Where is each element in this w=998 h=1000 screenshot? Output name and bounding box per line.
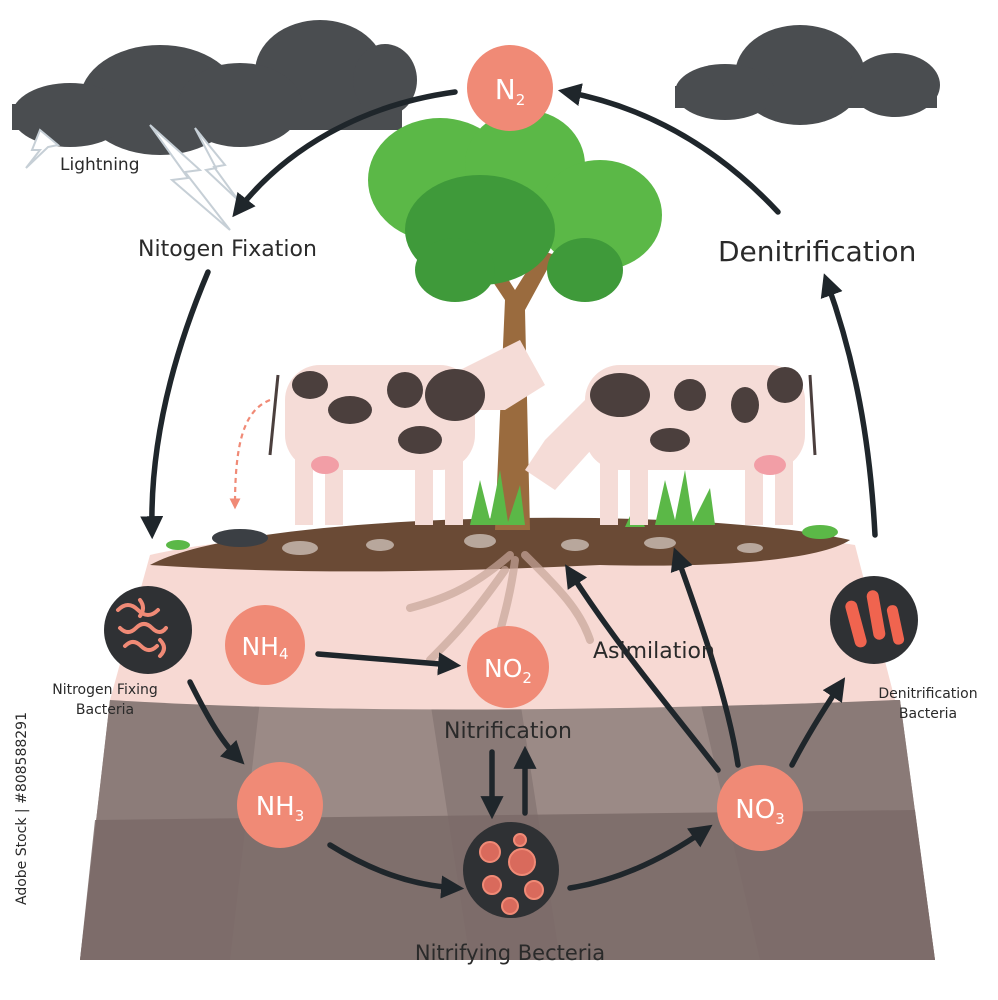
- label-denitrification: Denitrification: [718, 235, 916, 268]
- label-lightning: Lightning: [60, 155, 140, 175]
- arrow-denitrification-to-n2: [557, 83, 781, 215]
- arrow-nh4-to-no2: [315, 651, 462, 676]
- node-no2: NO2: [467, 626, 549, 708]
- arrow-no3-to-denitrifying: [789, 677, 846, 768]
- label-asimilation: Asimilation: [593, 639, 715, 664]
- arrow-n2-to-fixation: [232, 89, 458, 218]
- label-nitrogen-fixing-bacteria-line1: Nitrogen Fixing: [52, 682, 158, 698]
- label-nitrifying-bacteria: Nitrifying Becteria: [415, 941, 605, 965]
- arrow-fixing-bacteria-to-nh3: [187, 679, 245, 765]
- svg-text:NO2: NO2: [484, 654, 532, 687]
- label-nitrification: Nitrification: [444, 719, 572, 744]
- label-denitrification-bacteria-line2: Bacteria: [899, 706, 957, 722]
- cycle-arrows: [140, 83, 878, 899]
- arrow-nh3-to-nitrifying: [327, 842, 465, 899]
- arrow-fixation-to-soil: [140, 269, 211, 540]
- arrow-nitrifying-to-no3: [567, 824, 713, 891]
- node-no3: NO3: [717, 765, 803, 851]
- node-nh3: NH3: [237, 762, 323, 848]
- denitrification-bacteria-icon: [830, 576, 918, 664]
- arrow-no3-to-plants: [670, 547, 741, 768]
- node-nh4: NH4: [225, 605, 305, 685]
- arrow-denitrifying-to-label: [820, 273, 878, 538]
- svg-text:N2: N2: [495, 73, 526, 109]
- nitrifying-bacteria-icon: [463, 822, 559, 918]
- node-n2: N2: [467, 45, 553, 131]
- tree: [368, 110, 662, 530]
- label-nitrogen-fixation: Nitogen Fixation: [138, 237, 317, 262]
- svg-text:NO3: NO3: [735, 795, 784, 828]
- cow-right: [525, 365, 817, 525]
- manure-drop-arrow: [229, 398, 271, 510]
- cow-left: [268, 340, 545, 525]
- svg-text:NH3: NH3: [256, 792, 305, 825]
- svg-text:NH4: NH4: [241, 632, 288, 663]
- label-nitrogen-fixing-bacteria-line2: Bacteria: [76, 702, 134, 718]
- nitrogen-fixing-bacteria-icon: [104, 586, 192, 674]
- storm-cloud-left: [12, 20, 417, 155]
- arrow-no3-to-roots: [565, 564, 721, 773]
- storm-cloud-right: [675, 25, 940, 125]
- label-denitrification-bacteria-line1: Denitrification: [878, 686, 977, 702]
- stock-watermark-id: Adobe Stock | #808588291: [14, 712, 30, 905]
